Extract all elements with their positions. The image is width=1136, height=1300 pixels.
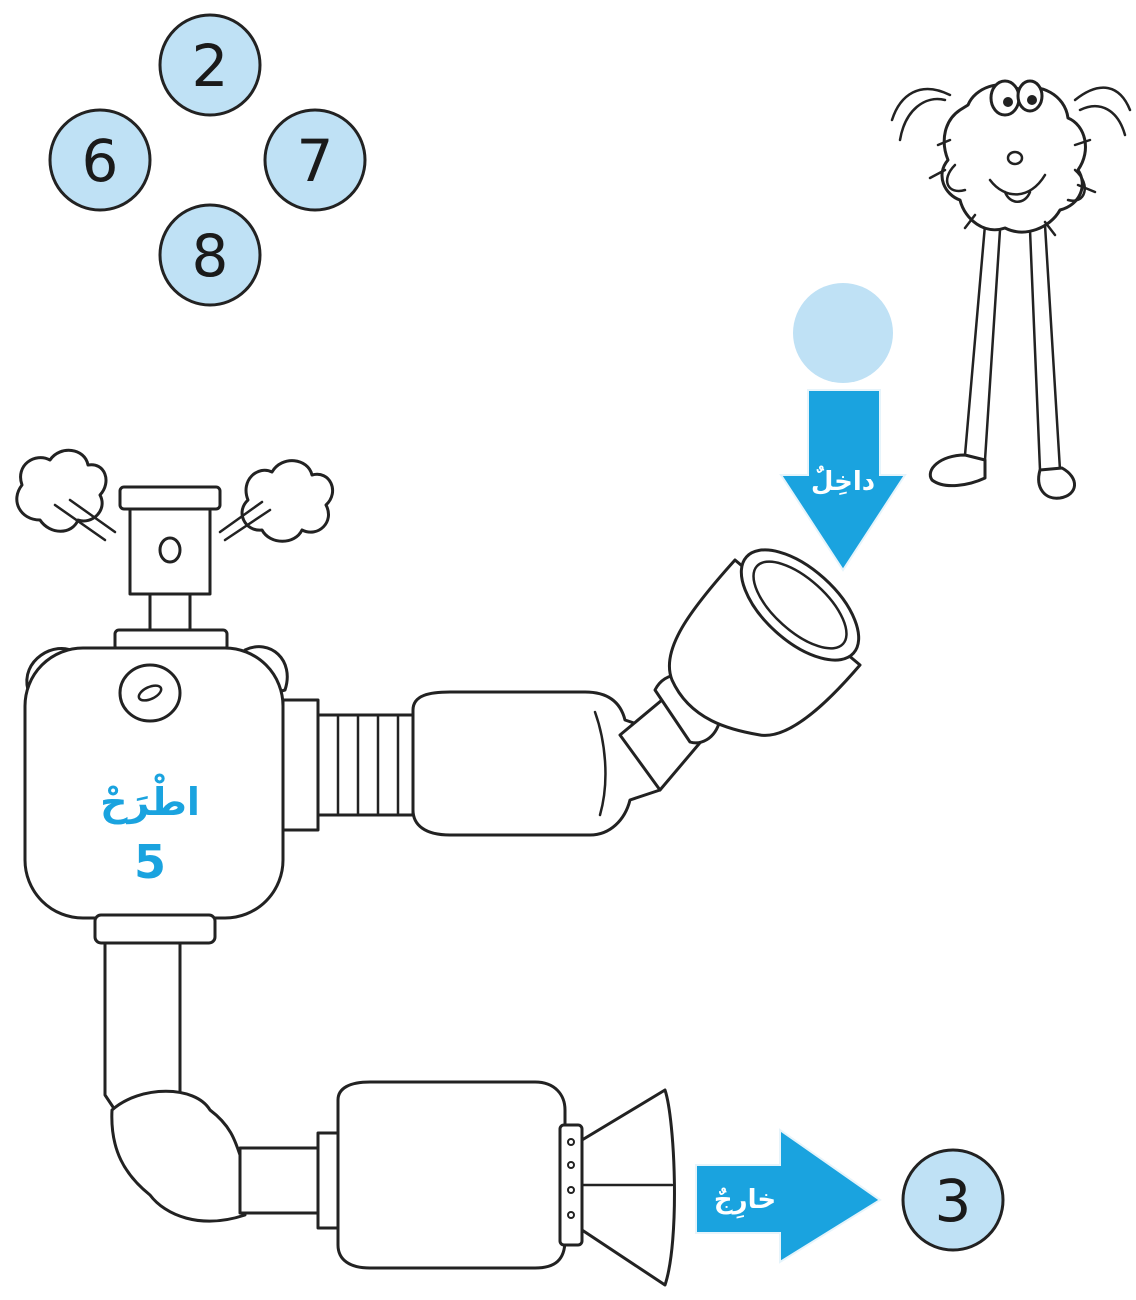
function-machine: اطْرَحْ 5 xyxy=(17,450,878,1285)
option-circle-left[interactable]: 6 xyxy=(50,110,150,210)
output-answer-circle[interactable]: 3 xyxy=(903,1150,1003,1250)
input-answer-circle[interactable] xyxy=(793,283,893,383)
option-bottom-text: 8 xyxy=(192,222,229,290)
machine-operation-value: 5 xyxy=(134,835,166,889)
output-arrow: خارِجٌ xyxy=(696,1130,880,1262)
option-circle-top[interactable]: 2 xyxy=(160,15,260,115)
output-arrow-label: خارِجٌ xyxy=(714,1185,776,1219)
input-arrow-label: داخِلٌ xyxy=(811,466,875,497)
option-left-text: 6 xyxy=(82,127,119,195)
machine-operation-label: اطْرَحْ xyxy=(100,773,200,824)
number-options: 2 6 7 8 xyxy=(50,15,365,305)
option-circle-right[interactable]: 7 xyxy=(265,110,365,210)
option-top-text: 2 xyxy=(192,32,229,100)
input-arrow: داخِلٌ xyxy=(781,390,905,570)
furry-monster-character xyxy=(892,81,1130,498)
output-value-text: 3 xyxy=(935,1167,972,1235)
option-circle-bottom[interactable]: 8 xyxy=(160,205,260,305)
option-right-text: 7 xyxy=(297,127,334,195)
